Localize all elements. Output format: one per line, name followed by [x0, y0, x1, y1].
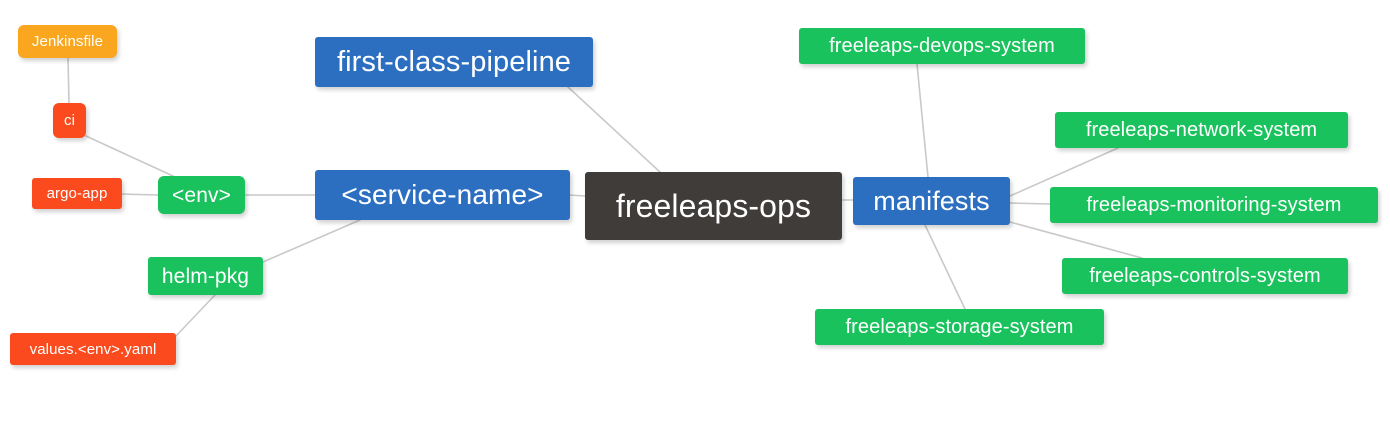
edge-ci-to-env [85, 135, 174, 177]
node-label: values.<env>.yaml [29, 340, 157, 358]
node-label: manifests [873, 185, 990, 216]
node-service-name[interactable]: <service-name> [315, 170, 570, 220]
node-label: helm-pkg [161, 264, 250, 288]
node-freeleaps-controls-system[interactable]: freeleaps-controls-system [1062, 258, 1348, 294]
node-env[interactable]: <env> [158, 176, 245, 214]
node-label: ci [63, 112, 76, 129]
edge-service-name-to-freeleaps-ops [569, 194, 586, 197]
node-freeleaps-ops[interactable]: freeleaps-ops [585, 172, 842, 240]
edge-manifests-to-freeleaps-monitoring-system [1009, 202, 1051, 205]
node-label: freeleaps-network-system [1085, 119, 1318, 141]
node-freeleaps-devops-system[interactable]: freeleaps-devops-system [799, 28, 1085, 64]
edge-argo-app-to-env [121, 193, 159, 196]
node-label: first-class-pipeline [336, 45, 572, 78]
edge-jenkinsfile-to-ci [67, 57, 70, 104]
node-label: freeleaps-controls-system [1089, 265, 1321, 287]
node-label: argo-app [46, 185, 108, 202]
node-freeleaps-monitoring-system[interactable]: freeleaps-monitoring-system [1050, 187, 1378, 223]
edge-first-class-pipeline-to-freeleaps-ops [567, 86, 661, 173]
node-label: freeleaps-devops-system [829, 35, 1055, 57]
edge-manifests-to-freeleaps-controls-system [1009, 221, 1143, 259]
node-manifests[interactable]: manifests [853, 177, 1010, 225]
node-freeleaps-network-system[interactable]: freeleaps-network-system [1055, 112, 1348, 148]
node-label: <service-name> [341, 179, 544, 210]
node-jenkinsfile[interactable]: Jenkinsfile [18, 25, 117, 58]
edge-manifests-to-freeleaps-storage-system [924, 224, 966, 310]
node-first-class-pipeline[interactable]: first-class-pipeline [315, 37, 593, 87]
node-values-env-yaml[interactable]: values.<env>.yaml [10, 333, 176, 365]
edge-helm-pkg-to-service-name [262, 219, 361, 263]
node-helm-pkg[interactable]: helm-pkg [148, 257, 263, 295]
node-argo-app[interactable]: argo-app [32, 178, 122, 209]
node-label: Jenkinsfile [31, 33, 104, 50]
node-label: <env> [172, 183, 231, 207]
node-freeleaps-storage-system[interactable]: freeleaps-storage-system [815, 309, 1104, 345]
edge-manifests-to-freeleaps-devops-system [916, 63, 929, 178]
edge-values-env-yaml-to-helm-pkg [175, 294, 216, 337]
node-label: freeleaps-ops [615, 188, 812, 224]
node-label: freeleaps-storage-system [845, 316, 1074, 338]
node-label: freeleaps-monitoring-system [1086, 194, 1342, 216]
node-ci[interactable]: ci [53, 103, 86, 138]
